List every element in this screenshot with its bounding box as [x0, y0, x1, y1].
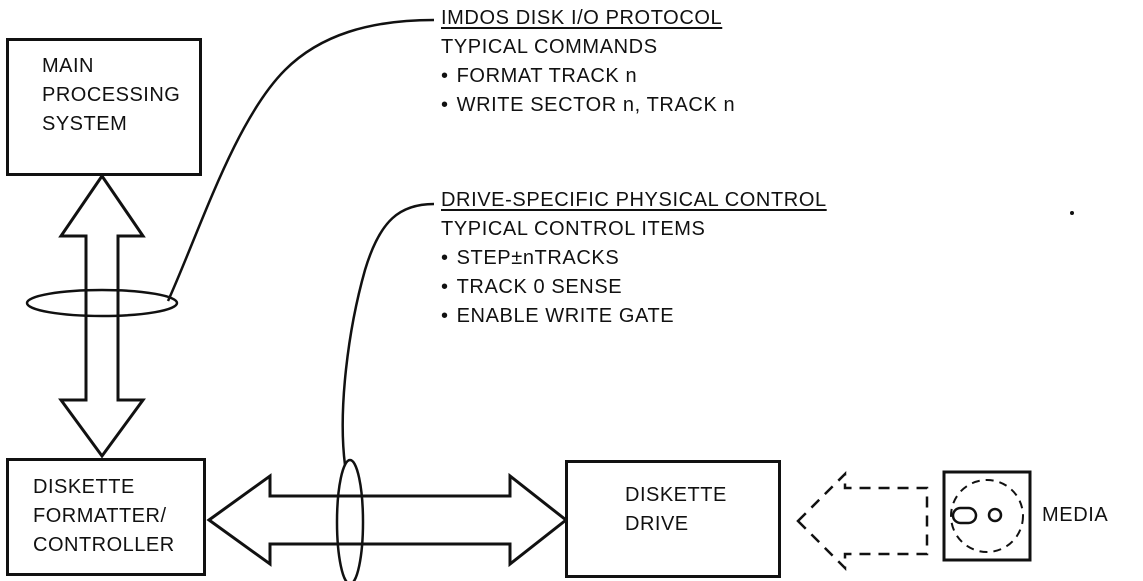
imdos-item-format: FORMAT TRACK n	[441, 62, 735, 91]
diskette-drive-box: DISKETTE DRIVE	[565, 460, 781, 578]
drive-control-item-track0: TRACK 0 SENSE	[441, 273, 827, 302]
media-label: MEDIA	[1042, 504, 1109, 526]
imdos-item-write: WRITE SECTOR n, TRACK n	[441, 91, 735, 120]
horizontal-bus-arrow	[206, 472, 569, 568]
imdos-heading: IMDOS DISK I/O PROTOCOL	[441, 7, 723, 29]
media-head-slot	[951, 506, 978, 525]
main-processing-line-1: MAIN	[42, 55, 94, 77]
drive-control-heading: DRIVE-SPECIFIC PHYSICAL CONTROL	[441, 189, 827, 211]
formatter-line-1: DISKETTE	[33, 476, 135, 498]
diskette-formatter-controller-box: DISKETTE FORMATTER/ CONTROLLER	[6, 458, 206, 576]
drive-control-bus-ring	[335, 458, 365, 581]
drive-control-item-step: STEP±nTRACKS	[441, 244, 827, 273]
media-index-hole	[987, 507, 1003, 523]
main-processing-line-3: SYSTEM	[42, 113, 128, 135]
media-disk-outline	[950, 479, 1024, 553]
media-diskette-icon	[942, 470, 1032, 562]
formatter-line-2: FORMATTER/	[33, 505, 167, 527]
drive-control-note: DRIVE-SPECIFIC PHYSICAL CONTROL TYPICAL …	[441, 186, 827, 331]
formatter-line-3: CONTROLLER	[33, 534, 175, 556]
imdos-bus-ring	[25, 288, 179, 318]
main-processing-line-2: PROCESSING	[42, 84, 181, 106]
imdos-protocol-note: IMDOS DISK I/O PROTOCOL TYPICAL COMMANDS…	[441, 4, 735, 120]
stray-dot	[1070, 211, 1074, 215]
drive-control-item-writegate: ENABLE WRITE GATE	[441, 302, 827, 331]
drive-control-leader-line	[341, 202, 435, 466]
imdos-subheading: TYPICAL COMMANDS	[441, 36, 658, 58]
drive-control-subheading: TYPICAL CONTROL ITEMS	[441, 218, 706, 240]
drive-line-1: DISKETTE	[625, 484, 727, 506]
media-transfer-arrow	[796, 470, 929, 572]
main-processing-system-box: MAIN PROCESSING SYSTEM	[6, 38, 202, 176]
imdos-leader-line	[166, 18, 435, 302]
drive-line-2: DRIVE	[625, 513, 689, 535]
